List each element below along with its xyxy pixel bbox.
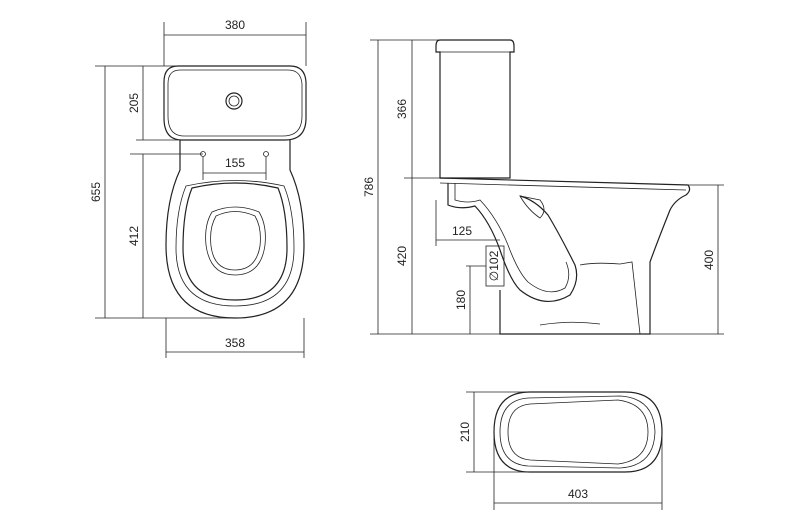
tank-outline <box>163 65 307 141</box>
dim-base-width: 358 <box>225 336 245 350</box>
hinge-bolt-icon <box>263 151 269 157</box>
side-bowl-outline <box>439 177 691 335</box>
dim-bowl-width: 210 <box>458 422 472 442</box>
dim-top-width: 380 <box>225 18 245 32</box>
dim-outlet-offset: 125 <box>452 224 472 238</box>
dim-inlet-height: 420 <box>395 246 409 266</box>
flush-button-icon <box>225 92 243 110</box>
seat-outline <box>182 182 288 301</box>
dim-rim-height: 400 <box>702 250 716 270</box>
bowl-plan-view <box>466 391 663 510</box>
bowl-plan-outline <box>493 391 663 473</box>
dim-overall-length: 655 <box>89 182 103 202</box>
dim-overall-height: 786 <box>362 177 376 197</box>
side-tank-outline <box>435 39 515 179</box>
dim-tank-height: 366 <box>395 99 409 119</box>
side-view <box>370 39 724 335</box>
dim-outlet-diameter: ∅102 <box>487 250 501 281</box>
dim-bowl-length: 403 <box>568 487 588 501</box>
dim-seat-length: 412 <box>127 226 141 246</box>
dim-tank-depth: 205 <box>127 93 141 113</box>
top-view <box>95 22 307 358</box>
dim-bolt-spacing: 155 <box>225 156 245 170</box>
dim-outlet-height: 180 <box>454 290 468 310</box>
